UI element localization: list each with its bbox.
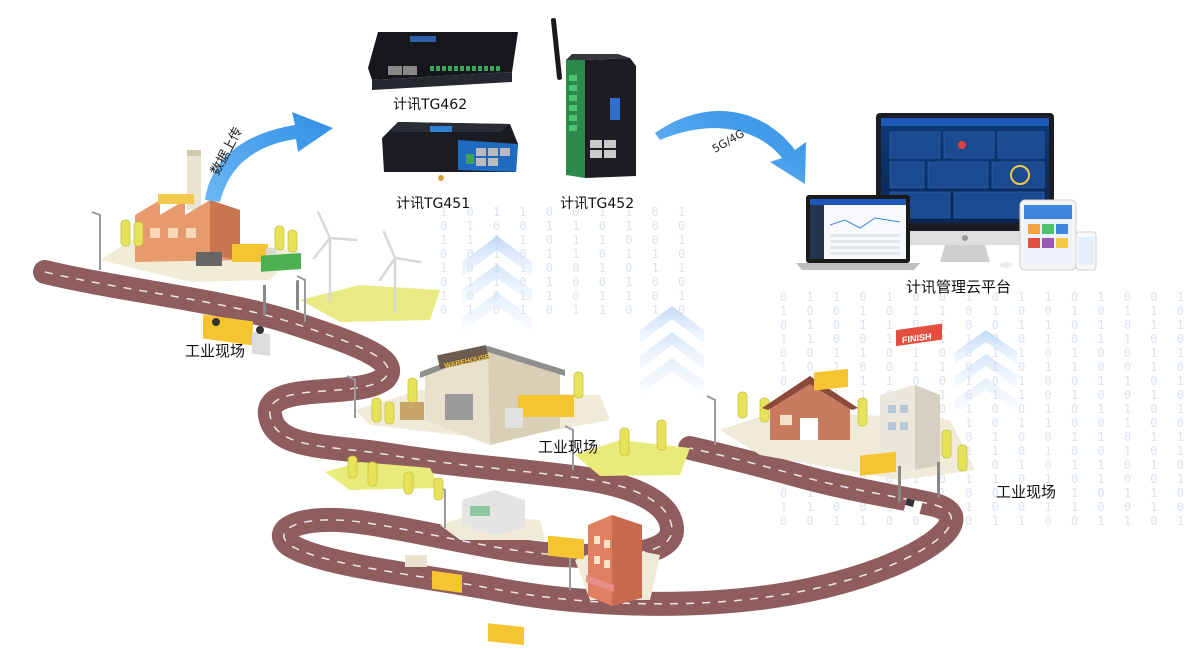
network-arrow-label: 5G/4G <box>710 127 747 156</box>
trees <box>120 219 968 592</box>
device-tg451-label: 计讯TG451 <box>396 196 471 212</box>
device-tg462 <box>368 32 518 90</box>
wind-turbines <box>312 210 422 314</box>
site-label-1: 工业现场 <box>185 342 246 360</box>
start-sign: START <box>261 252 301 315</box>
network-arrow <box>655 111 806 184</box>
shop-building <box>462 490 525 535</box>
warehouse: WAREHOUSE <box>400 344 574 445</box>
site-label-2: 工业现场 <box>538 438 599 456</box>
road <box>33 260 964 616</box>
uplink-chevrons-middle <box>640 306 704 395</box>
delivery-truck <box>203 314 270 356</box>
site-label-3: 工业现场 <box>996 483 1057 501</box>
finish-sign: FINISH <box>896 323 942 502</box>
svg-text:FINISH: FINISH <box>902 331 931 345</box>
house <box>762 376 858 440</box>
cloud-platform-label: 计讯管理云平台 <box>906 278 1012 296</box>
device-tg451 <box>382 122 518 181</box>
cloud-platform-devices <box>796 113 1097 271</box>
device-tg462-label: 计讯TG462 <box>393 97 468 113</box>
uplink-chevrons-right <box>955 330 1017 412</box>
svg-text:START: START <box>268 278 298 288</box>
trucks-on-road <box>405 368 896 646</box>
device-tg452-label: 计讯TG452 <box>560 196 635 212</box>
uplink-chevrons-left <box>462 236 532 332</box>
factory <box>135 150 276 266</box>
apartment-tower <box>586 515 642 606</box>
device-tg452 <box>550 18 636 178</box>
office-building <box>880 385 940 472</box>
data-upload-arrow <box>205 112 333 202</box>
